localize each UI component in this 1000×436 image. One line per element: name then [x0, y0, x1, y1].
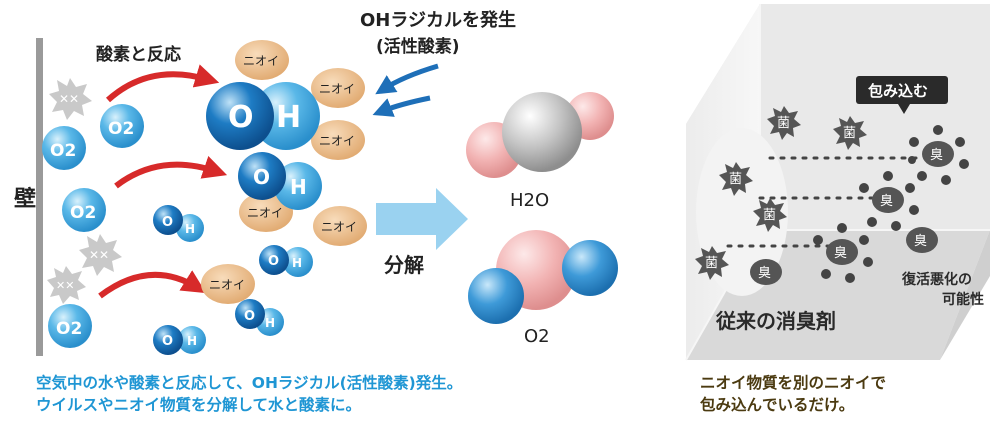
oh-radical-small: O H: [153, 325, 206, 355]
virus-icon: ✕✕: [49, 78, 92, 120]
smell-icon: 臭: [750, 259, 782, 285]
svg-text:H: H: [187, 334, 197, 348]
svg-text:O2: O2: [70, 203, 96, 223]
svg-text:ニオイ: ニオイ: [209, 278, 245, 292]
odor-bubble: ニオイ: [235, 40, 289, 80]
radical-arrow-2: [372, 95, 431, 117]
oh-radical-small: O H: [259, 245, 313, 277]
smell-icon: 臭: [859, 171, 919, 231]
odor-bubble: ニオイ: [239, 192, 293, 232]
svg-text:ニオイ: ニオイ: [321, 220, 357, 234]
o2-product-molecule: [468, 230, 618, 324]
oh-radical-medium: O H: [238, 152, 322, 210]
svg-text:✕✕: ✕✕: [56, 279, 74, 292]
react-arrow-2: [114, 155, 228, 189]
h2o-molecule: [466, 92, 614, 178]
odor-bubble: ニオイ: [201, 264, 255, 304]
odor-bubble: ニオイ: [311, 120, 365, 160]
o2-molecule: O2: [100, 104, 144, 148]
revert-label-2: 可能性: [942, 291, 984, 308]
svg-text:H: H: [276, 100, 301, 135]
svg-text:臭: 臭: [880, 194, 893, 209]
right-caption-line-1: ニオイ物質を別のニオイで: [700, 374, 887, 392]
left-caption-line-1: 空気中の水や酸素と反応して、OHラジカル(活性酸素)発生。: [36, 374, 463, 392]
svg-text:包み込む: 包み込む: [868, 82, 928, 100]
right-caption-line-2: 包み込んでいるだけ。: [700, 396, 855, 414]
svg-text:菌: 菌: [763, 208, 776, 223]
conventional-label: 従来の消臭剤: [715, 309, 836, 333]
svg-text:臭: 臭: [758, 266, 771, 281]
svg-text:ニオイ: ニオイ: [243, 54, 279, 68]
bacteria-icon: 菌: [719, 162, 753, 196]
oh-radical-small: O H: [153, 205, 204, 242]
svg-text:O: O: [162, 215, 173, 230]
svg-text:H: H: [290, 175, 307, 199]
svg-text:O2: O2: [50, 141, 76, 161]
svg-text:O2: O2: [56, 319, 82, 339]
svg-text:✕✕: ✕✕: [89, 248, 109, 262]
react-arrow-3: [98, 270, 207, 299]
react-label: 酸素と反応: [96, 44, 181, 65]
h2o-label: H2O: [510, 190, 549, 211]
o2-product-label: O2: [524, 326, 550, 347]
svg-text:✕✕: ✕✕: [59, 92, 79, 106]
decompose-label: 分解: [384, 253, 424, 277]
svg-text:臭: 臭: [914, 234, 927, 249]
o2-molecule: O2: [62, 188, 106, 232]
generate-label-1: OHラジカルを発生: [360, 9, 516, 31]
svg-text:菌: 菌: [777, 116, 790, 131]
generate-label-2: (活性酸素): [376, 36, 460, 57]
svg-text:菌: 菌: [843, 126, 856, 141]
svg-text:O: O: [268, 254, 279, 269]
svg-text:H: H: [292, 256, 302, 270]
react-arrow-1: [105, 64, 220, 103]
wrap-callout: 包み込む: [856, 76, 948, 114]
svg-text:菌: 菌: [705, 256, 718, 271]
svg-text:ニオイ: ニオイ: [319, 82, 355, 96]
decompose-arrow: [376, 188, 468, 250]
virus-icon: ✕✕: [47, 266, 86, 304]
o2-molecule: O2: [48, 304, 92, 348]
left-caption-line-2: ウイルスやニオイ物質を分解して水と酸素に。: [36, 396, 362, 414]
svg-text:ニオイ: ニオイ: [319, 134, 355, 148]
svg-text:O2: O2: [108, 119, 134, 139]
bacteria-icon: 菌: [753, 198, 787, 232]
svg-text:H: H: [185, 222, 195, 236]
svg-text:O: O: [253, 165, 270, 189]
svg-text:O: O: [244, 309, 255, 324]
svg-text:臭: 臭: [834, 246, 847, 261]
bacteria-icon: 菌: [833, 116, 867, 150]
bacteria-icon: 菌: [767, 106, 801, 140]
left-caption: 空気中の水や酸素と反応して、OHラジカル(活性酸素)発生。 ウイルスやニオイ物質…: [36, 372, 462, 416]
svg-text:ニオイ: ニオイ: [247, 206, 283, 220]
smell-icon: 臭: [908, 125, 969, 185]
svg-text:H: H: [265, 316, 275, 330]
svg-text:臭: 臭: [930, 148, 943, 163]
svg-text:O: O: [228, 100, 254, 135]
svg-text:菌: 菌: [729, 172, 742, 187]
wall-label: 壁: [14, 186, 36, 212]
virus-icon: ✕✕: [79, 234, 122, 276]
svg-text:O: O: [162, 334, 173, 349]
right-caption: ニオイ物質を別のニオイで 包み込んでいるだけ。: [700, 372, 886, 416]
revert-label-1: 復活悪化の: [901, 271, 972, 288]
oh-radical-small: O H: [235, 299, 284, 336]
radical-arrow-1: [375, 63, 439, 95]
bacteria-icon: 菌: [695, 246, 729, 280]
smell-icon: 臭: [906, 227, 938, 253]
odor-bubble: ニオイ: [311, 68, 365, 108]
oh-radical-large: O H: [206, 82, 320, 150]
odor-bubble: ニオイ: [313, 206, 367, 246]
o2-molecule: O2: [42, 126, 86, 170]
smell-icon: 臭: [813, 223, 873, 283]
wall-bar: [36, 38, 43, 356]
